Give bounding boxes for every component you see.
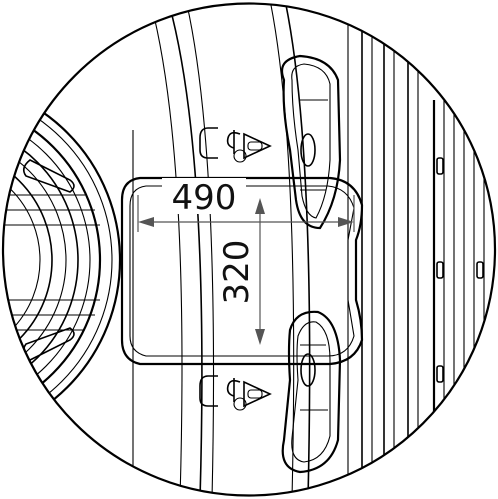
- width-dimension-label: 490: [172, 178, 237, 218]
- tread-slot-top: [22, 159, 75, 193]
- center-opening: [120, 176, 364, 366]
- left-wheel: [3, 78, 122, 442]
- frame-arcs: [3, 3, 331, 496]
- hook-lashing-icon-top: [199, 127, 272, 163]
- width-dimension: [137, 195, 355, 232]
- width-label-background: [162, 178, 246, 214]
- lashing-bracket-top: [280, 54, 342, 230]
- height-dimension-label: 320: [217, 240, 257, 305]
- hook-lashing-icon-bottom: [199, 375, 272, 411]
- lashing-bracket-bottom: [281, 310, 342, 474]
- height-dimension: [255, 198, 265, 345]
